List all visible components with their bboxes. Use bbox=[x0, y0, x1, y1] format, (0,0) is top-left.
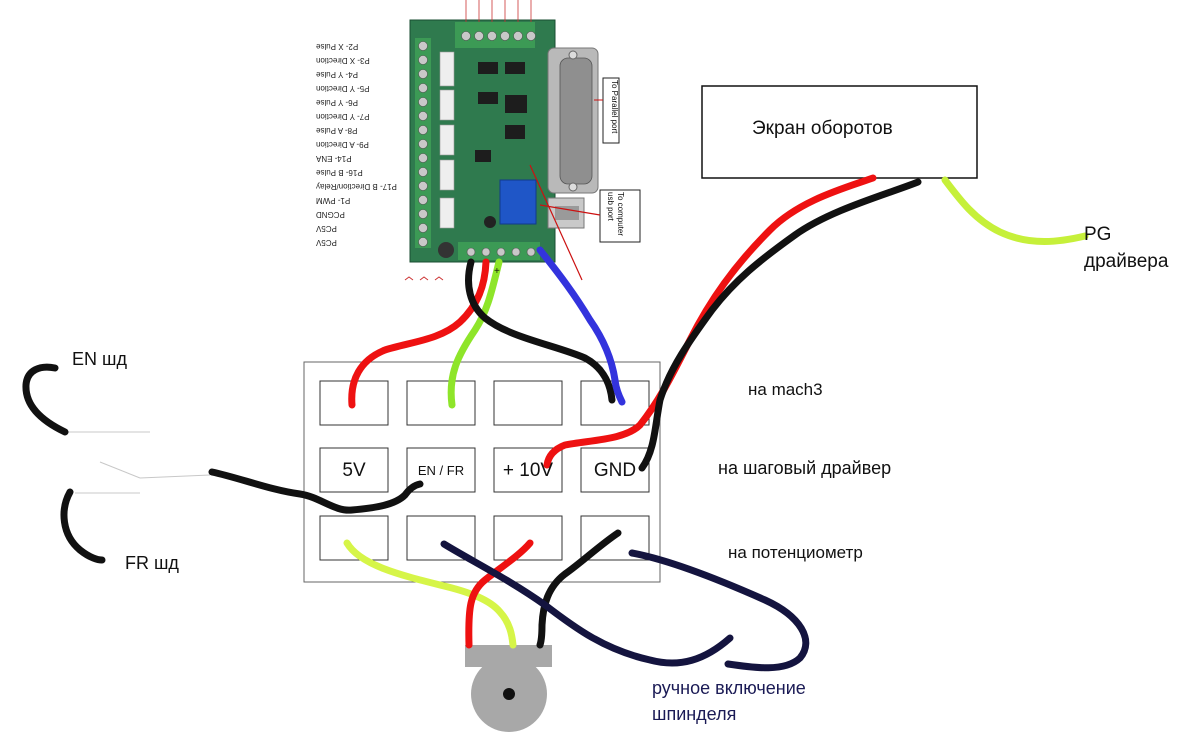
label-pg: PG bbox=[1084, 224, 1112, 245]
wire-black-switch bbox=[208, 468, 424, 514]
label-en: EN шд bbox=[72, 349, 127, 369]
wire-black-pot bbox=[536, 529, 622, 649]
label-mach3: на mach3 bbox=[748, 380, 823, 399]
pin-label: P14- ENA bbox=[316, 154, 352, 163]
label-pg-driver: драйвера bbox=[1084, 251, 1169, 272]
wire-navy-loop-2 bbox=[628, 549, 810, 672]
cell-10v: + 10V bbox=[502, 460, 554, 481]
cell-gnd: GND bbox=[593, 460, 637, 481]
pin-label: P4- Y Pulse bbox=[316, 70, 358, 79]
rpm-screen-label: Экран оборотов bbox=[752, 118, 893, 139]
wire-lime-pot bbox=[343, 539, 517, 649]
pin-label: P2- X Pulse bbox=[316, 42, 359, 51]
board-plus-mark: + bbox=[494, 266, 500, 277]
wire-black-board bbox=[465, 258, 616, 404]
pin-label: PC5V bbox=[316, 224, 337, 233]
label-stepper-driver: на шаговый драйвер bbox=[718, 458, 892, 478]
breakout-board bbox=[404, 0, 641, 281]
label-potentiometer: на потенциометр bbox=[728, 543, 863, 562]
switch-lines bbox=[65, 431, 211, 494]
pin-label: P3- X Direction bbox=[316, 56, 370, 65]
wire-green-board bbox=[447, 258, 503, 409]
wire-navy-loop bbox=[440, 540, 734, 667]
cell-en-fr: EN / FR bbox=[417, 463, 465, 478]
pin-label: P17- B Direction/Relay bbox=[316, 182, 397, 191]
wire-red-board bbox=[348, 258, 490, 409]
label-manual-spindle-2: шпинделя bbox=[652, 704, 737, 724]
pin-label: P1- PWM bbox=[316, 196, 351, 205]
pin-label: P8- A Pulse bbox=[316, 126, 358, 135]
wire-pg bbox=[941, 176, 1089, 245]
pin-label: P6- Y Pulse bbox=[316, 98, 358, 107]
wire-black-screen bbox=[638, 178, 922, 472]
wire-red-pot bbox=[465, 539, 534, 649]
pin-label: P5- Y Direction bbox=[316, 84, 370, 93]
pin-label: P16- B Pulse bbox=[316, 168, 363, 177]
cell-5v: 5V bbox=[342, 460, 366, 481]
pin-label: PCGND bbox=[316, 210, 345, 219]
wire-black-en bbox=[22, 363, 69, 436]
pin-label: PC5V bbox=[316, 238, 337, 247]
label-fr: FR шд bbox=[125, 553, 179, 573]
parallel-port-tag: To Parallel port bbox=[610, 80, 619, 134]
potentiometer bbox=[465, 645, 552, 732]
usb-port-tag: To computer usb port bbox=[606, 192, 625, 237]
pin-label: P9- A Direction bbox=[316, 140, 369, 149]
wire-black-fr bbox=[60, 488, 106, 564]
rpm-screen-box bbox=[701, 85, 978, 179]
pin-label: P7- Y Direction bbox=[316, 112, 370, 121]
wire-blue-board bbox=[536, 246, 626, 406]
label-manual-spindle: ручное включение bbox=[652, 678, 806, 698]
